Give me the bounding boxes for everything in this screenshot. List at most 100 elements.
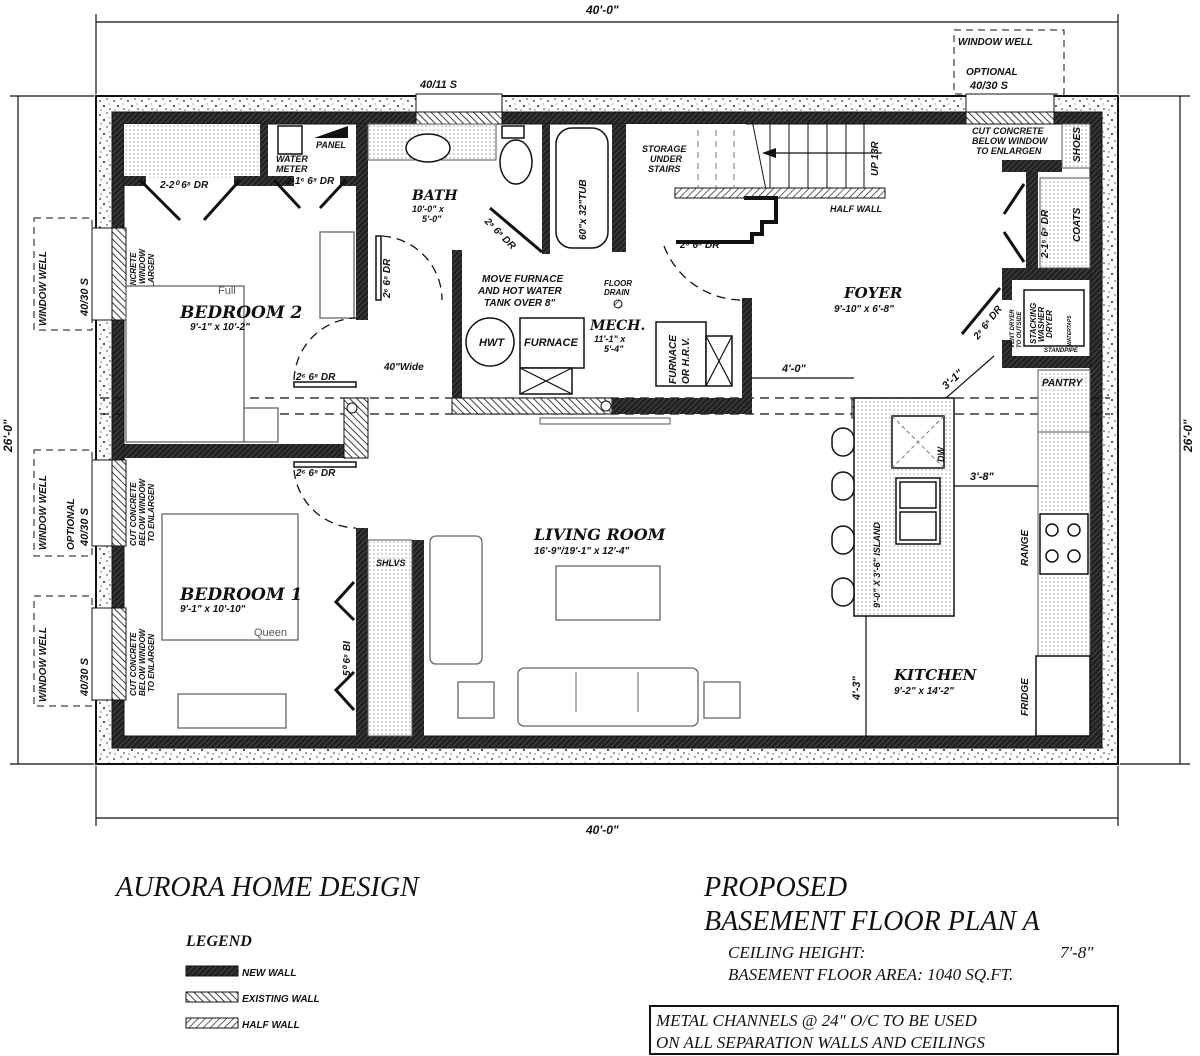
washer-label: WASHER <box>1037 307 1046 342</box>
dim-top-label: 40'-0" <box>585 3 619 17</box>
room-name: MECH. <box>589 318 645 334</box>
sink <box>405 133 451 163</box>
stool <box>831 471 855 501</box>
window-label: 40/30 S <box>969 80 1009 92</box>
room-size: 5'-4" <box>604 344 624 354</box>
island-label: 9'-0" X 3'-6" ISLAND <box>872 522 882 608</box>
door[interactable] <box>1002 183 1026 215</box>
window-label: 40/30 S <box>79 507 91 547</box>
storage-label: STAIRS <box>648 164 680 174</box>
note-text: CUT CONCRETE <box>129 252 138 316</box>
interior-walls <box>124 123 1090 738</box>
bedroom-1: 2⁶ 6⁸ DR Queen BEDROOM 1 9'-1" x 10'-10"… <box>161 461 406 729</box>
window-label: 40/11 S <box>419 79 458 91</box>
nightstand <box>243 407 279 443</box>
door-label: 2⁸ 6⁸ DR <box>679 240 720 251</box>
panel-label: PANEL <box>316 140 346 150</box>
note-text: CUT CONCRETE <box>129 482 138 546</box>
toilet-tank <box>501 125 525 139</box>
legend-item: HALF WALL <box>242 1020 300 1031</box>
dim-left-label: 26'-0" <box>1 419 15 453</box>
note-text: TO ENLARGEN <box>147 254 156 312</box>
stool <box>831 577 855 607</box>
legend-title: LEGEND <box>185 933 252 950</box>
room-name: BEDROOM 2 <box>179 303 303 323</box>
living-room: LIVING ROOM 16'-9"/19'-1" x 12'-4" <box>429 525 741 727</box>
sofa <box>429 535 483 665</box>
door-label: 2-2⁰ 6⁸ DR <box>159 180 209 191</box>
window-left-bedroom1-upper: WINDOW WELL OPTIONAL 40/30 S CUT CONCRET… <box>33 449 156 557</box>
range-label: RANGE <box>1020 530 1031 566</box>
door-label: 2⁶ 6⁸ DR <box>382 258 393 299</box>
stool <box>831 525 855 555</box>
dresser <box>319 231 355 319</box>
shelves-label: SHLVS <box>376 558 406 568</box>
room-name: LIVING ROOM <box>533 525 667 544</box>
window-top-foyer: WINDOW WELL OPTIONAL 40/30 S CUT CONCRET… <box>953 29 1065 156</box>
ceiling-height-value: 7'-8" <box>1060 943 1094 962</box>
note-text: TO ENLARGEN <box>976 146 1042 156</box>
kitchen: RANGE FRIDGE DW 9'-0" X 3'-6" ISLAND 3'-… <box>831 397 1091 737</box>
door[interactable] <box>293 461 357 468</box>
legend-swatch-existing-wall <box>185 991 239 1003</box>
furnace-hrv-label: OR H.R.V. <box>681 338 692 384</box>
room-size: 9'-2" x 14'-2" <box>894 686 954 697</box>
optional-label: OPTIONAL <box>66 498 77 550</box>
door-swing <box>663 245 743 301</box>
bed-queen <box>161 513 299 641</box>
door[interactable] <box>1002 231 1026 263</box>
note-text: BELOW WINDOW <box>972 136 1049 146</box>
ceiling-height-label: CEILING HEIGHT: <box>728 943 865 962</box>
room-size: 10'-0" x <box>412 204 445 214</box>
door-swing <box>293 469 357 529</box>
note-text: BELOW WINDOW <box>138 477 147 546</box>
dimension-bottom: 40'-0" <box>95 766 1119 837</box>
door-swing <box>293 317 357 381</box>
room-name: BATH <box>411 188 458 204</box>
stairs: STORAGE UNDER STAIRS UP 13R HALF WALL 2⁸… <box>626 119 886 251</box>
dimension-label: 3'-8" <box>970 471 995 483</box>
door-label: 5⁰ 6⁸ BI <box>342 641 353 676</box>
note-text: CUT CONCRETE <box>129 632 138 696</box>
washer-label: STACKING <box>1029 303 1038 344</box>
room-name: BEDROOM 1 <box>179 585 302 605</box>
door[interactable] <box>489 206 543 254</box>
note-line-1: METAL CHANNELS @ 24" O/C TO BE USED <box>655 1011 978 1030</box>
door[interactable] <box>293 381 357 388</box>
legend-swatch-new-wall <box>185 965 239 977</box>
electrical-panel <box>314 126 348 138</box>
water-meter <box>277 125 303 155</box>
dimension-top: 40'-0" <box>95 3 1119 94</box>
window-label: 40/30 S <box>79 657 91 697</box>
coat-closet <box>1039 177 1091 269</box>
coffee-table <box>555 565 661 621</box>
note-text: TO ENLARGEN <box>147 634 156 692</box>
door[interactable] <box>960 287 1002 335</box>
room-size: 9'-10" x 6'-8" <box>834 304 894 315</box>
room-size: 16'-9"/19'-1" x 12'-4" <box>534 546 630 557</box>
dim-bottom-label: 40'-0" <box>585 823 619 837</box>
bed-full <box>125 285 245 443</box>
bathtub <box>555 127 609 249</box>
watertaps-label: WATERTAPS <box>1067 315 1073 346</box>
note-text: TANK OVER 8" <box>484 298 555 309</box>
room-size: 9'-1" x 10'-10" <box>180 604 246 615</box>
drawing-title-1: PROPOSED <box>703 872 847 903</box>
bedroom-2: 2-2⁰ 6⁸ DR WATER METER 2-1⁶ 6⁸ DR PANEL … <box>125 125 443 443</box>
door-label: 2⁶ 6⁸ DR <box>295 372 336 383</box>
bifold-door[interactable] <box>333 580 356 712</box>
water-meter-label: WATER <box>276 154 308 164</box>
window-well-label: WINDOW WELL <box>958 37 1033 48</box>
window-well-label: WINDOW WELL <box>38 475 49 550</box>
dimension-label: 4'-0" <box>781 363 807 375</box>
note-text: TO OUTSIDE <box>1017 310 1023 348</box>
door[interactable] <box>375 235 382 301</box>
window-top-bath: 40/11 S <box>415 79 503 125</box>
stairs-label: UP 13R <box>870 141 881 176</box>
dimension-label: 4'-3" <box>851 675 863 701</box>
dimension-left: 26'-0" <box>1 95 94 765</box>
door-label: 2-1⁶ 6⁸ DR <box>1040 209 1051 259</box>
legend-item: EXISTING WALL <box>242 994 320 1005</box>
room-name: FOYER <box>843 284 902 302</box>
